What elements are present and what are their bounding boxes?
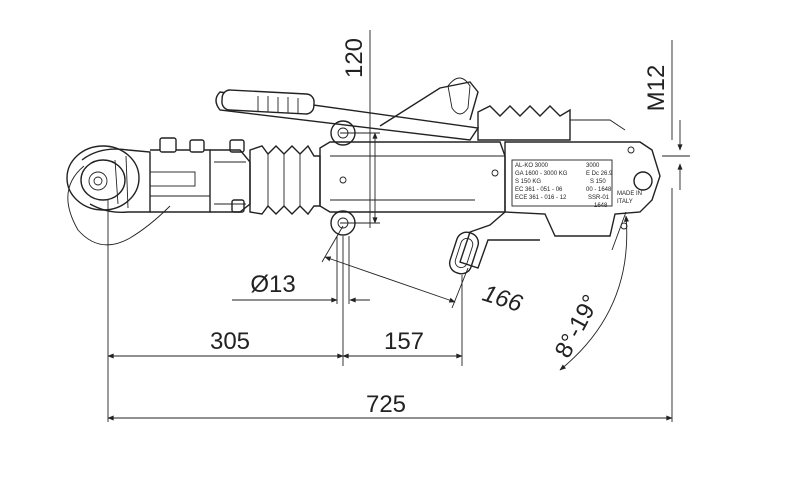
support-arm — [448, 211, 540, 275]
dimension-diagonal: 166 — [479, 280, 526, 318]
nameplate: AL-KO 3000 3000 GA 1600 - 3000 KG E Dc 2… — [515, 163, 642, 209]
plate-line3-left: S 150 KG — [515, 179, 541, 185]
dimension-ball-to-hole: 305 — [210, 328, 250, 355]
draw-tube — [319, 141, 506, 213]
dimension-height: 120 — [341, 38, 368, 78]
handbrake-lever — [215, 77, 480, 141]
plate-line1-left: AL-KO 3000 — [515, 163, 549, 169]
plate-line6-right: 1648 — [594, 203, 608, 209]
dimension-hole-spacing: 157 — [384, 328, 424, 355]
plate-line2-right: E Dc 26.9 — [586, 171, 613, 177]
brake-spring — [477, 105, 626, 141]
bellows — [249, 144, 321, 216]
dimension-bolt-size: M12 — [643, 65, 670, 112]
coupling-body — [66, 77, 661, 275]
plate-line5-right: SSR-01 — [588, 195, 610, 201]
plate-line3-right: S 150 — [590, 179, 606, 185]
plate-line5-left: ECE 361 - 016 - 12 — [515, 195, 567, 201]
plate-country: ITALY — [617, 199, 633, 205]
plate-line2-left: GA 1600 - 3000 KG — [515, 171, 568, 177]
dimension-overall-length: 725 — [366, 391, 406, 418]
dimension-hole-diameter: Ø13 — [250, 271, 295, 298]
dimension-angle-range: 8°-19° — [550, 290, 605, 362]
coupling-head — [66, 137, 251, 246]
dimension-lines — [107, 30, 690, 422]
plate-line4-left: EC 361 - 051 - 06 — [515, 187, 563, 193]
plate-line4-right: 00 - 1648 — [586, 187, 612, 193]
plate-made-in: MADE IN — [617, 191, 642, 197]
plate-line1-right: 3000 — [586, 163, 600, 169]
